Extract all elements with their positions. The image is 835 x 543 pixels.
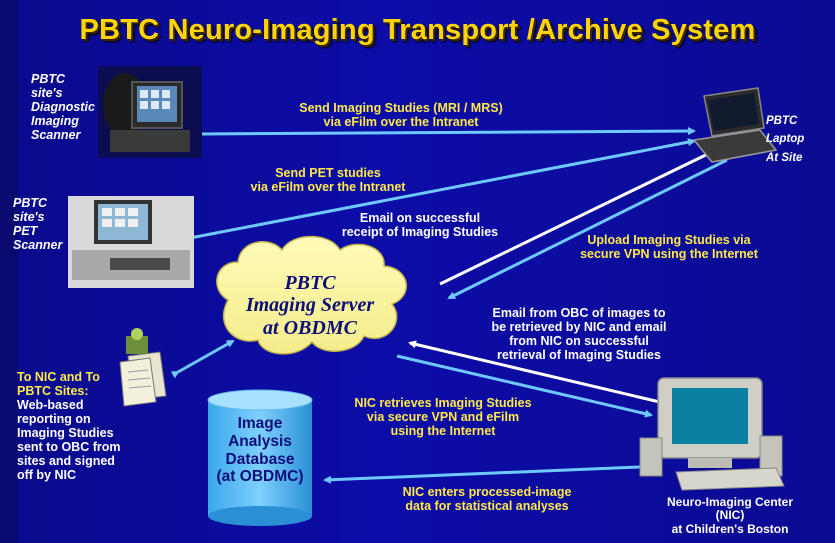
arrow-mri-to-laptop: [199, 127, 696, 136]
laptop-label: PBTC Laptop At Site: [766, 115, 805, 164]
edge-label-nic-retrieves: NIC retrieves Imaging Studies via secure…: [354, 396, 532, 438]
arrow-pet-to-laptop: [189, 138, 696, 240]
reporting-heading: To NIC and To PBTC Sites:: [17, 370, 100, 398]
imaging-server-label: PBTC Imaging Server at OBDMC: [245, 272, 375, 339]
edge-label-mri-to-laptop: Send Imaging Studies (MRI / MRS) via eFi…: [299, 101, 503, 129]
edge-label-email-receipt: Email on successful receipt of Imaging S…: [341, 211, 499, 239]
pet-scanner-label: PBTC site's PET Scanner: [13, 196, 63, 252]
reporting-description: Web-based reporting on Imaging Studies s…: [17, 398, 121, 482]
pet-scanner-image: [68, 196, 194, 288]
arrow-nic-retrieves: [396, 354, 653, 418]
arrow-upload-vpn: [447, 158, 728, 300]
edge-label-pet-to-laptop: Send PET studies via eFilm over the Intr…: [250, 166, 406, 194]
database-cylinder: [207, 389, 313, 526]
diagnostic-scanner-label: PBTC site's Diagnostic Imaging Scanner: [31, 72, 95, 142]
database-label: Image Analysis Database (at OBDMC): [216, 415, 304, 486]
edge-label-upload-vpn: Upload Imaging Studies via secure VPN us…: [580, 233, 758, 261]
arrow-email-obc-nic: [408, 340, 665, 405]
edge-label-nic-enters: NIC enters processed-image data for stat…: [402, 485, 572, 513]
laptop-image: [692, 87, 778, 163]
nic-label: Neuro-Imaging Center (NIC) at Children's…: [666, 495, 793, 536]
arrow-nic-enters: [323, 465, 641, 484]
diagnostic-scanner-image: [98, 66, 202, 158]
left-strip: [0, 0, 18, 543]
arrow-reporting: [170, 339, 235, 379]
edge-label-email-obc-nic: Email from OBC of images to be retrieved…: [491, 306, 667, 362]
report-document-icon: [119, 328, 167, 407]
arrow-email-receipt: [439, 148, 718, 286]
nic-computer-image: [639, 377, 785, 491]
imaging-server-cloud: [216, 235, 408, 355]
diagram-title: PBTC Neuro-Imaging Transport /Archive Sy…: [79, 14, 756, 46]
